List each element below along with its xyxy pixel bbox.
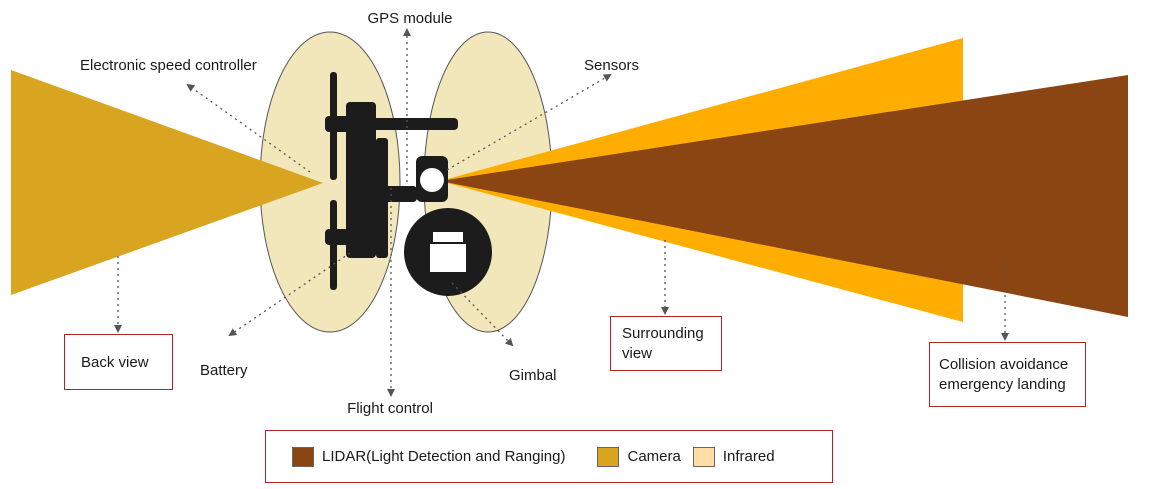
legend-swatch-infrared bbox=[692, 446, 715, 467]
sensors-arrow bbox=[446, 73, 612, 171]
legend-label-infrared: Infrared bbox=[722, 448, 775, 465]
sensors-label: Sensors bbox=[584, 57, 639, 74]
legend-item-lidar: LIDAR(Light Detection and Ranging) bbox=[292, 446, 585, 467]
drone-top-view-icon bbox=[325, 72, 458, 290]
legend-item-camera: Camera bbox=[597, 446, 681, 467]
collision-label-line2: emergency landing bbox=[939, 375, 1066, 393]
legend-label-camera: Camera bbox=[627, 448, 681, 465]
collision-avoidance-box: Collision avoidance emergency landing bbox=[929, 342, 1086, 407]
esc-arrow bbox=[186, 83, 311, 173]
back-view-box: Back view bbox=[64, 334, 173, 390]
legend-item-infrared: Infrared bbox=[692, 446, 775, 467]
legend: LIDAR(Light Detection and Ranging) Camer… bbox=[265, 430, 833, 483]
legend-swatch-camera bbox=[597, 446, 620, 467]
flight-control-label: Flight control bbox=[347, 400, 433, 417]
surrounding-view-box: Surrounding view bbox=[610, 316, 722, 371]
esc-label: Electronic speed controller bbox=[80, 57, 257, 74]
gimbal-arrow bbox=[451, 282, 514, 347]
gps-module-label: GPS module bbox=[367, 10, 452, 27]
legend-swatch-lidar bbox=[292, 446, 314, 467]
gimbal-label: Gimbal bbox=[509, 367, 557, 384]
back-view-camera-beam bbox=[11, 70, 323, 295]
lidar-beam bbox=[440, 75, 1128, 317]
camera-gimbal-icon bbox=[404, 208, 492, 296]
surrounding-view-label-line2: view bbox=[622, 344, 653, 362]
legend-label-lidar: LIDAR(Light Detection and Ranging) bbox=[322, 448, 566, 465]
surrounding-view-label-line1: Surrounding bbox=[622, 324, 704, 342]
collision-label-line1: Collision avoidance bbox=[939, 355, 1069, 373]
back-view-label: Back view bbox=[81, 353, 149, 371]
battery-label: Battery bbox=[200, 362, 248, 379]
battery-arrow bbox=[228, 252, 351, 337]
